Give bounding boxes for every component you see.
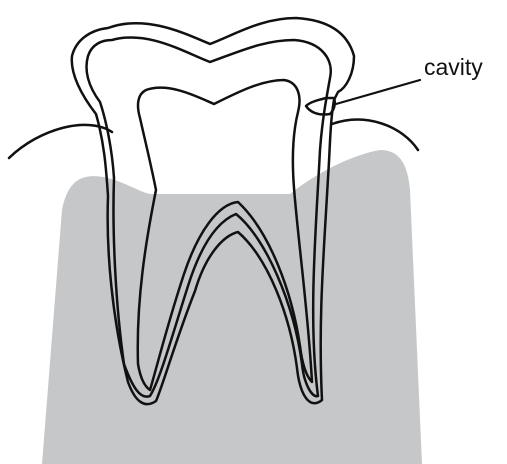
gum-line-left [9, 125, 112, 158]
cavity-notch [306, 98, 335, 115]
cavity-label: cavity [424, 54, 483, 81]
gum-tissue [42, 150, 422, 464]
gum-line-right [332, 120, 418, 150]
cavity-leader-line [336, 80, 420, 104]
